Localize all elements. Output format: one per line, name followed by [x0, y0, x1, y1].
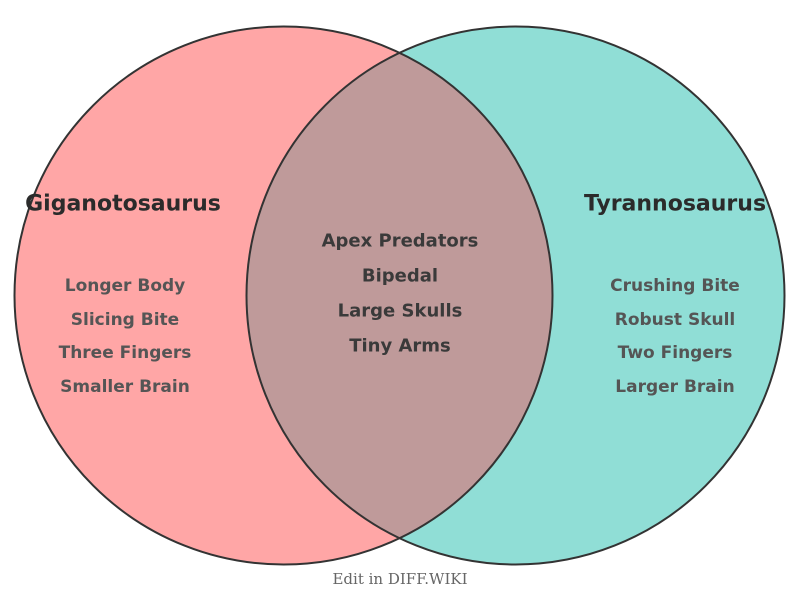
right-item-larger-brain: Larger Brain	[615, 377, 735, 397]
left-circle-outline	[13, 25, 554, 566]
left-item-smaller-brain: Smaller Brain	[60, 377, 190, 397]
overlap-item-large-skulls: Large Skulls	[337, 300, 463, 322]
left-set-title: Giganotosaurus	[25, 191, 221, 217]
overlap-item-apex-predators: Apex Predators	[321, 230, 479, 252]
left-item-longer-body: Longer Body	[64, 276, 186, 296]
left-item-three-fingers: Three Fingers	[58, 343, 192, 363]
overlap-region	[246, 26, 553, 565]
right-circle-outline	[245, 25, 786, 566]
right-set-title: Tyrannosaurus	[583, 191, 767, 217]
overlap-item-bipedal: Bipedal	[361, 265, 439, 287]
right-item-crushing-bite: Crushing Bite	[610, 276, 740, 296]
edit-in-diffwiki-link[interactable]: Edit in DIFF.WIKI	[332, 570, 468, 588]
left-item-slicing-bite: Slicing Bite	[70, 310, 180, 330]
right-item-robust-skull: Robust Skull	[614, 310, 736, 330]
right-item-two-fingers: Two Fingers	[617, 343, 733, 363]
overlap-item-tiny-arms: Tiny Arms	[349, 335, 451, 357]
